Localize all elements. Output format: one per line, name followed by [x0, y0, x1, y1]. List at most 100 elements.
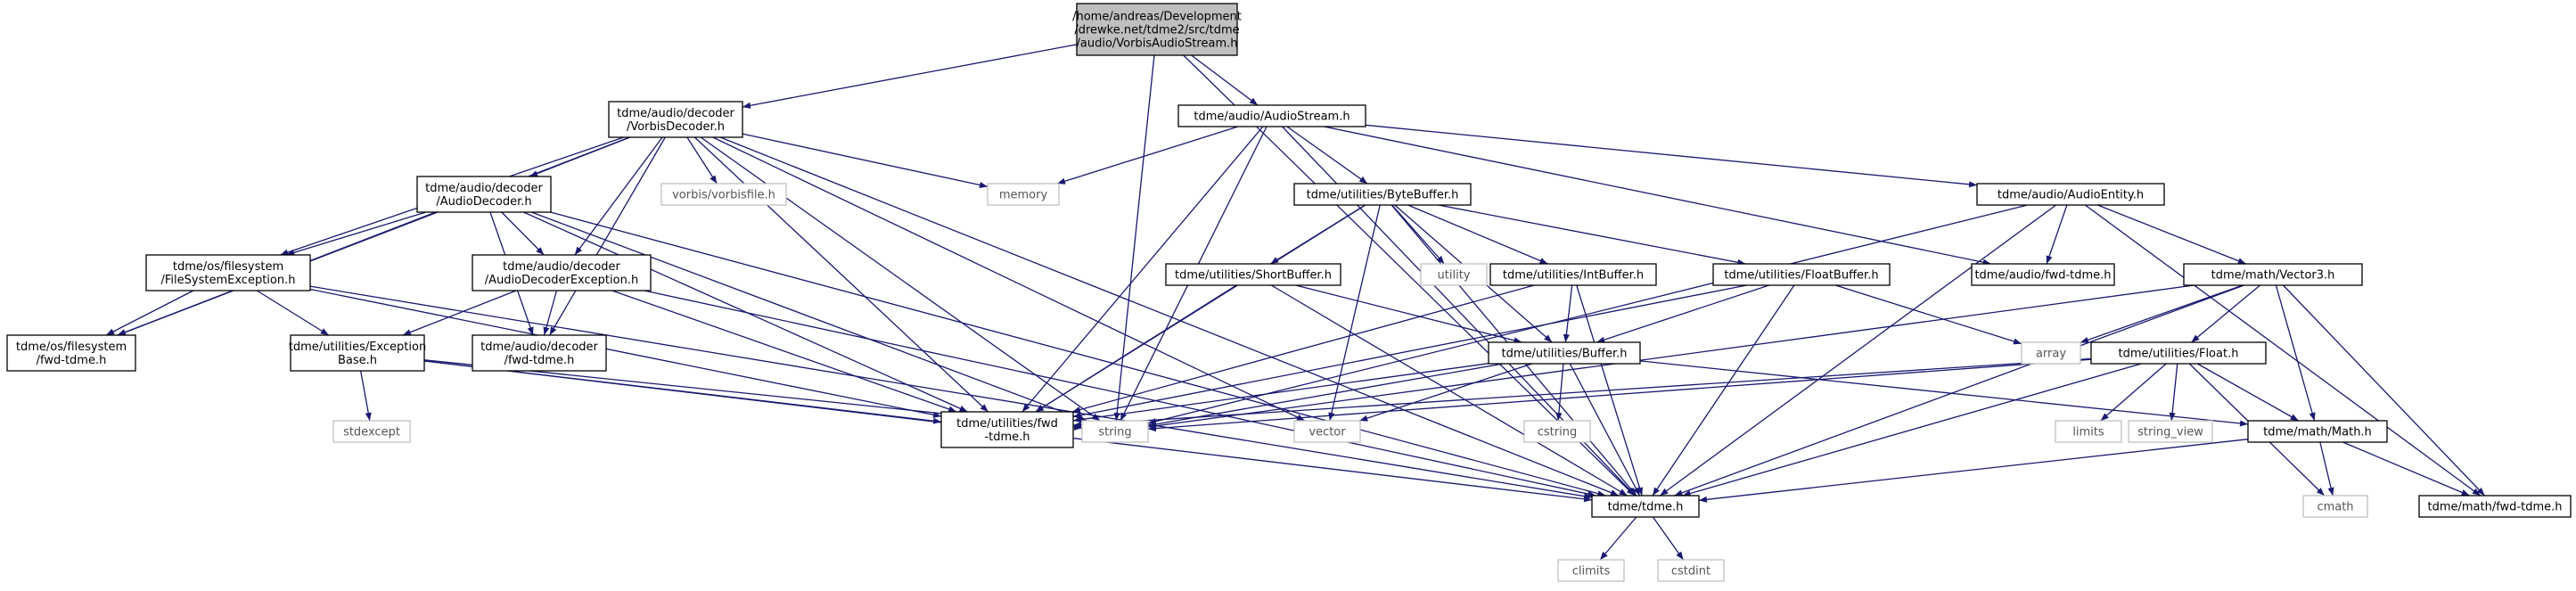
- node-box: [1591, 495, 1700, 518]
- node-audiodecoder[interactable]: tdme/audio/decoder/AudioDecoder.h: [416, 176, 552, 213]
- edge-audiostream-to-memory: [1056, 126, 1239, 185]
- node-label-line: utility: [1438, 269, 1471, 283]
- node-mathfwd[interactable]: tdme/math/fwd-tdme.h: [2418, 495, 2572, 518]
- edge-line: [2275, 284, 2316, 422]
- node-label-line: tdme/os/filesystem: [173, 260, 283, 274]
- node-box: [1657, 559, 1725, 582]
- edge-line: [1698, 439, 2249, 503]
- node-label-line: /drewke.net/tdme2/src/tdme: [1074, 24, 1239, 37]
- edge-float-to-string: [1147, 358, 2092, 432]
- edge-intbuffer-to-utilfwd: [1071, 284, 1535, 414]
- edge-line: [1682, 363, 2142, 497]
- node-vector: vector: [1293, 420, 1361, 443]
- edge-line: [359, 370, 372, 422]
- node-box: [1076, 3, 1238, 56]
- node-label-line: /AudioDecoderException.h: [485, 274, 638, 287]
- edge-adexception-to-exceptionbase: [402, 290, 517, 336]
- node-vector3[interactable]: tdme/math/Vector3.h: [2183, 263, 2363, 286]
- edge-float-to-tdmeh: [1682, 363, 2142, 497]
- node-layer: /home/andreas/Development/drewke.net/tdm…: [6, 3, 2572, 582]
- node-bytebuffer[interactable]: tdme/utilities/ByteBuffer.h: [1293, 183, 1472, 206]
- node-utilfwd[interactable]: tdme/utilities/fwd-tdme.h: [940, 411, 1074, 448]
- edge-line: [2169, 363, 2178, 422]
- node-label-line: /VorbisDecoder.h: [627, 120, 725, 134]
- edge-audioentity-to-audiofwd: [2046, 204, 2068, 265]
- edge-bytebuffer-to-utility: [1391, 204, 1445, 265]
- edge-line: [2080, 284, 2244, 343]
- edge-line: [611, 290, 957, 413]
- node-box: [472, 334, 607, 372]
- node-label-line: vector: [1309, 426, 1346, 439]
- node-box: [2090, 341, 2267, 365]
- edge-line: [1286, 126, 1368, 185]
- edge-line: [1834, 284, 2022, 345]
- edge-shortbuffer-to-utilfwd: [1035, 284, 1237, 413]
- edge-line: [2319, 441, 2334, 497]
- edge-buffer-to-vector: [1359, 363, 1532, 422]
- edge-intbuffer-to-buffer: [1563, 284, 1573, 343]
- node-audiostream[interactable]: tdme/audio/AudioStream.h: [1177, 104, 1366, 127]
- node-tdmeh[interactable]: tdme/tdme.h: [1591, 495, 1700, 518]
- edge-root-to-string: [1113, 54, 1155, 422]
- node-label-line: /fwd-tdme.h: [37, 354, 107, 367]
- edge-line: [1652, 516, 1685, 561]
- edge-line: [1391, 204, 1445, 265]
- node-box: [1976, 183, 2165, 206]
- node-floatbuffer[interactable]: tdme/utilities/FloatBuffer.h: [1712, 263, 1891, 286]
- node-label-line: vorbis/vorbisfile.h: [672, 189, 775, 202]
- edge-line: [1639, 360, 2249, 427]
- node-label-line: /audio/VorbisAudioStream.h: [1077, 37, 1238, 51]
- node-box: [2055, 420, 2122, 443]
- edge-line: [1599, 516, 1637, 561]
- node-fsfwd[interactable]: tdme/os/filesystem/fwd-tdme.h: [6, 334, 136, 372]
- node-fsexception[interactable]: tdme/os/filesystem/FileSystemException.h: [145, 254, 311, 291]
- node-label-line: memory: [999, 189, 1048, 202]
- edge-float-to-math: [2196, 363, 2300, 422]
- edge-floatbuffer-to-buffer: [1596, 284, 1769, 343]
- node-math[interactable]: tdme/math/Math.h: [2247, 420, 2388, 443]
- edge-floatbuffer-to-tdmeh: [1652, 284, 1795, 497]
- edge-line: [2097, 204, 2246, 265]
- edge-vector3-to-float: [2191, 284, 2260, 343]
- node-root[interactable]: /home/andreas/Development/drewke.net/tdm…: [1072, 3, 1242, 56]
- edge-audioentity-to-mathfwd: [2084, 204, 2482, 497]
- node-adexception[interactable]: tdme/audio/decoder/AudioDecoderException…: [472, 254, 652, 291]
- node-label-line: array: [2036, 348, 2066, 361]
- edge-shortbuffer-to-buffer: [1295, 284, 1522, 344]
- node-array: array: [2021, 341, 2081, 365]
- node-label-line: tdme/utilities/Float.h: [2119, 348, 2239, 361]
- edge-line: [1147, 204, 2028, 425]
- edge-adexception-to-utilfwd: [611, 290, 957, 413]
- node-shortbuffer[interactable]: tdme/utilities/ShortBuffer.h: [1165, 263, 1341, 286]
- node-label-line: tdme/os/filesystem: [16, 341, 127, 354]
- node-audiofwd[interactable]: tdme/audio/fwd-tdme.h: [1971, 263, 2115, 286]
- node-box: [1165, 263, 1341, 286]
- node-audioentity[interactable]: tdme/audio/AudioEntity.h: [1976, 183, 2165, 206]
- edge-audiodecoder-to-fsexception: [286, 211, 426, 256]
- edge-line: [742, 44, 1078, 109]
- edge-line: [531, 211, 1087, 422]
- node-box: [1489, 263, 1657, 286]
- node-climits: climits: [1557, 559, 1625, 582]
- edge-line: [1072, 357, 2092, 429]
- node-decoderfwd[interactable]: tdme/audio/decoder/fwd-tdme.h: [472, 334, 607, 372]
- node-vorbisdecoder[interactable]: tdme/audio/decoder/VorbisDecoder.h: [608, 101, 743, 138]
- edge-math-to-cmath: [2319, 441, 2334, 497]
- edge-fsexception-to-utilfwd: [309, 288, 942, 418]
- edge-line: [1021, 126, 1264, 413]
- edge-buffer-to-tdmeh: [1569, 363, 1641, 497]
- node-box: [660, 183, 787, 206]
- edge-audiodecoder-to-adexception: [501, 211, 545, 256]
- node-box: [940, 411, 1074, 448]
- edge-vorbisdecoder-to-memory: [742, 133, 989, 189]
- node-box: [416, 176, 552, 213]
- node-float[interactable]: tdme/utilities/Float.h: [2090, 341, 2267, 365]
- node-buffer[interactable]: tdme/utilities/Buffer.h: [1488, 341, 1641, 365]
- node-box: [987, 183, 1060, 206]
- edge-audiodecoder-to-string: [531, 211, 1087, 422]
- edge-line: [1652, 284, 1795, 497]
- node-intbuffer[interactable]: tdme/utilities/IntBuffer.h: [1489, 263, 1657, 286]
- edge-vorbisdecoder-to-vector: [712, 136, 1306, 422]
- edge-line: [719, 136, 1620, 497]
